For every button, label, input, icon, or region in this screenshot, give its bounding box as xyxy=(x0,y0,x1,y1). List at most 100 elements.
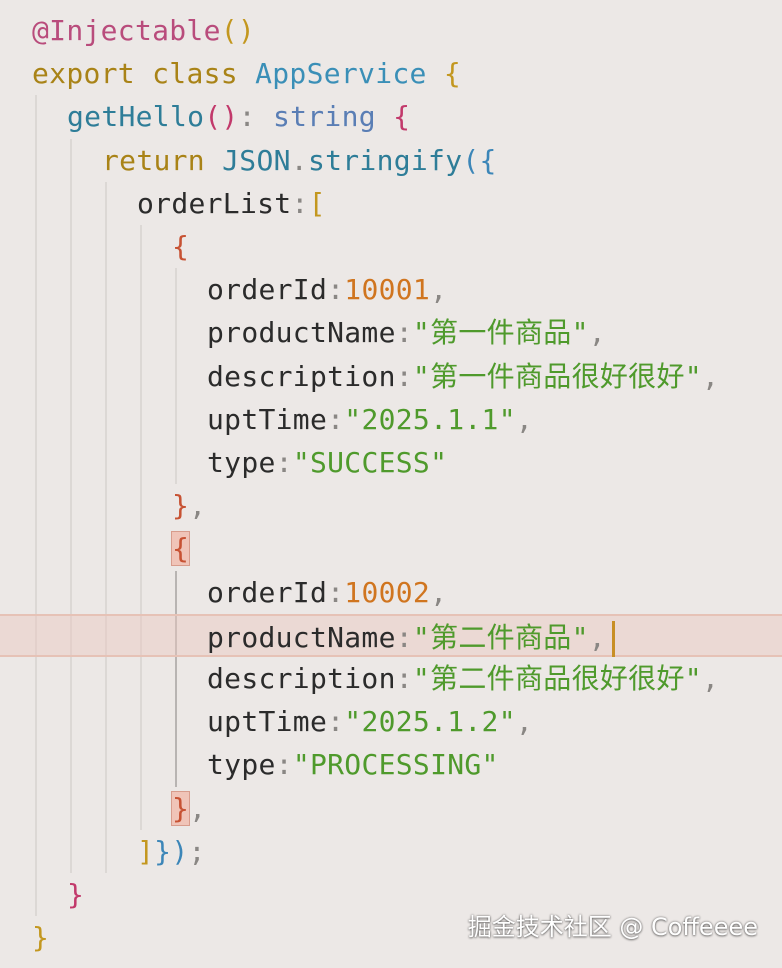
code-token: "SUCCESS" xyxy=(292,446,448,479)
code-token: , xyxy=(701,662,720,695)
code-token: JSON xyxy=(222,143,291,177)
indent-guide xyxy=(175,570,177,787)
code-token: : xyxy=(238,100,256,134)
code-line[interactable]: orderList:[ xyxy=(0,182,782,225)
code-token: ({ xyxy=(462,143,497,177)
code-line[interactable]: } xyxy=(0,873,782,916)
code-token: string xyxy=(272,100,376,134)
code-token: , xyxy=(701,359,720,393)
code-token: type xyxy=(207,748,276,782)
code-token xyxy=(256,100,273,133)
indent-guide xyxy=(70,138,72,873)
code-line[interactable]: }, xyxy=(0,484,782,527)
code-line[interactable]: description:"第二件商品很好很好", xyxy=(0,657,782,700)
code-line[interactable]: export class AppService { xyxy=(0,52,782,95)
code-token: 10002 xyxy=(344,575,431,609)
code-token: () xyxy=(204,100,239,134)
code-token: orderId xyxy=(207,575,328,609)
code-token: : xyxy=(327,705,345,739)
code-token xyxy=(205,144,222,177)
code-token: "第一件商品" xyxy=(412,316,589,350)
code-line[interactable]: { xyxy=(0,225,782,268)
code-token: "第二件商品很好很好" xyxy=(412,662,702,695)
code-token: , xyxy=(588,316,606,350)
code-token: , xyxy=(588,620,606,654)
indent-guide xyxy=(35,95,37,917)
code-token: : xyxy=(395,359,413,393)
code-line[interactable]: ]}); xyxy=(0,830,782,873)
code-token xyxy=(376,100,393,133)
code-token: uptTime xyxy=(207,705,328,739)
code-token: "2025.1.1" xyxy=(344,402,516,436)
code-token: description xyxy=(207,662,396,695)
code-token: "2025.1.2" xyxy=(344,705,516,739)
code-line[interactable]: description:"第一件商品很好很好", xyxy=(0,355,782,398)
code-token: stringify xyxy=(307,143,463,177)
code-token: { xyxy=(443,57,462,91)
code-line[interactable]: orderId:10002, xyxy=(0,571,782,614)
code-token: } xyxy=(67,878,85,911)
code-token: productName xyxy=(207,620,396,654)
code-token: { xyxy=(172,230,190,263)
code-line[interactable]: @Injectable() xyxy=(0,9,782,52)
code-token: : xyxy=(395,662,413,695)
indent-guide xyxy=(105,181,107,873)
code-token: @Injectable xyxy=(32,14,221,47)
code-line[interactable]: type:"PROCESSING" xyxy=(0,743,782,786)
code-token: { xyxy=(393,100,411,134)
code-token: : xyxy=(327,402,345,436)
code-token: () xyxy=(220,14,256,47)
code-token: export xyxy=(32,57,135,91)
code-token: "第一件商品很好很好" xyxy=(412,359,702,393)
code-token: , xyxy=(189,791,207,825)
code-line[interactable]: getHello(): string { xyxy=(0,95,782,138)
code-token: [ xyxy=(308,186,326,220)
code-line-current[interactable]: productName:"第二件商品", xyxy=(0,613,782,657)
code-token: AppService xyxy=(255,57,427,91)
code-line[interactable]: type:"SUCCESS" xyxy=(0,441,782,484)
code-token: : xyxy=(395,316,413,350)
code-line[interactable]: }, xyxy=(0,787,782,830)
code-token: orderList xyxy=(137,186,292,220)
code-token: : xyxy=(291,186,309,220)
code-token: . xyxy=(290,143,308,177)
code-line[interactable]: uptTime:"2025.1.2", xyxy=(0,700,782,743)
code-token: orderId xyxy=(207,273,328,307)
watermark: 掘金技术社区 @ Coffeeee xyxy=(467,913,758,941)
code-token: "第二件商品" xyxy=(412,620,589,654)
code-token: : xyxy=(395,620,413,654)
code-token: ] xyxy=(137,834,155,868)
code-token: : xyxy=(275,748,293,782)
code-token: }) xyxy=(154,834,189,868)
code-token: productName xyxy=(207,316,396,350)
code-token: } xyxy=(172,489,190,523)
code-token: "PROCESSING" xyxy=(292,748,499,782)
code-token: uptTime xyxy=(207,402,328,436)
code-token xyxy=(427,57,444,90)
code-token: description xyxy=(207,359,396,393)
code-token: , xyxy=(515,705,534,739)
indent-guide xyxy=(140,225,142,830)
code-token: } xyxy=(170,790,191,826)
code-token: { xyxy=(170,531,191,567)
code-line[interactable]: uptTime:"2025.1.1", xyxy=(0,398,782,441)
code-token: : xyxy=(275,446,293,479)
code-token: class xyxy=(152,57,238,91)
code-token: } xyxy=(32,921,50,955)
code-token: , xyxy=(430,575,448,609)
code-line[interactable]: return JSON.stringify({ xyxy=(0,139,782,182)
code-token: return xyxy=(102,143,205,177)
code-line[interactable]: } xyxy=(0,916,782,959)
code-token: : xyxy=(327,273,345,307)
code-token: , xyxy=(189,489,207,523)
code-line[interactable]: productName:"第一件商品", xyxy=(0,311,782,354)
code-token: ; xyxy=(188,834,206,868)
code-token: , xyxy=(430,273,448,307)
code-token: 10001 xyxy=(344,273,431,307)
code-line[interactable]: orderId:10001, xyxy=(0,268,782,311)
code-line[interactable]: { xyxy=(0,527,782,570)
text-cursor xyxy=(611,620,615,657)
code-token: type xyxy=(207,446,276,479)
code-token: getHello xyxy=(67,100,205,134)
